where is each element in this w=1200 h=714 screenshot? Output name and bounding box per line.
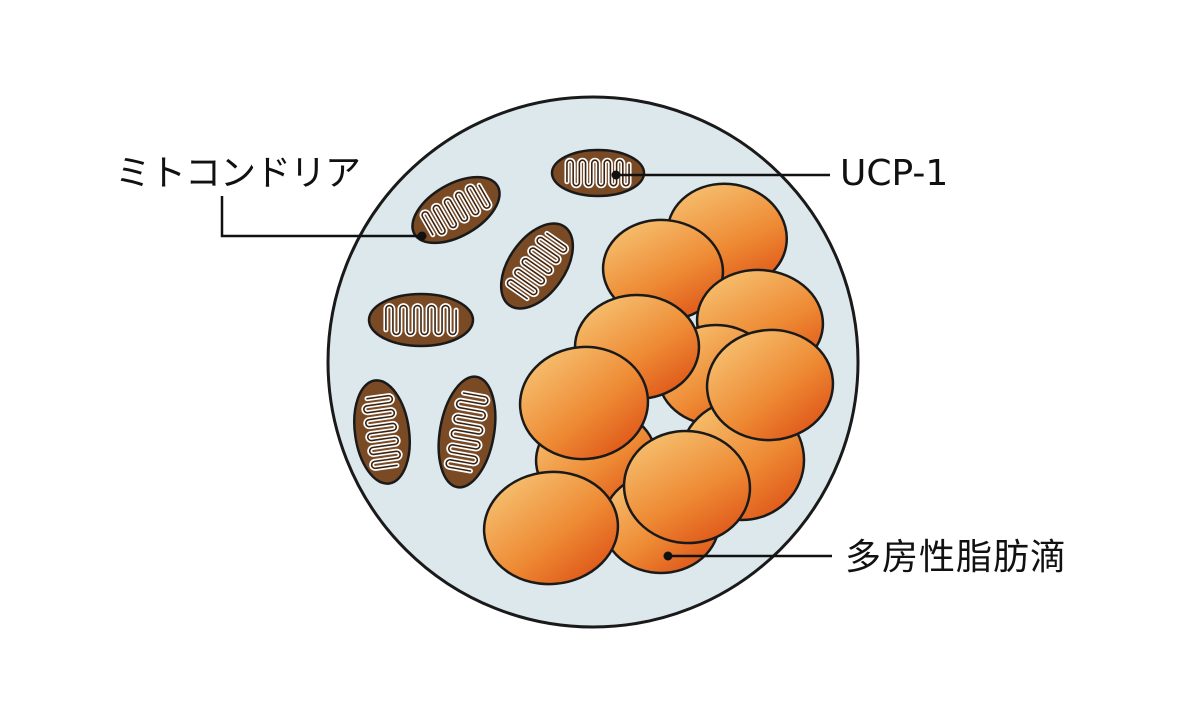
lipid-droplet — [482, 470, 620, 586]
ucp1-leader-dot — [611, 170, 621, 180]
mitochondria-group — [353, 148, 646, 489]
lipid-droplet — [622, 429, 752, 545]
lipid-droplet-group — [482, 182, 835, 586]
cristae-outline — [363, 394, 401, 470]
mitochondrion — [499, 222, 575, 310]
mitochondrion — [411, 175, 501, 245]
lipid-droplet — [518, 345, 650, 461]
cristae-outline — [445, 392, 489, 472]
mitochondrion — [550, 148, 646, 198]
cristae-outline — [421, 184, 491, 236]
ucp1-label: UCP-1 — [840, 153, 949, 194]
mitochondria-leader-dot — [417, 231, 427, 241]
cristae-outline — [506, 232, 568, 300]
cristae-outline — [566, 159, 630, 187]
mitochondrion — [367, 292, 475, 348]
lipid-droplet-label: 多房性脂肪滴 — [845, 537, 1068, 578]
leader-dots — [417, 170, 673, 561]
mitochondria-label: ミトコンドリア — [115, 153, 361, 194]
droplet-leader-dot — [663, 551, 673, 561]
cristae-outline — [385, 304, 457, 336]
leader-lines — [220, 173, 832, 558]
mitochondria-leader-line — [220, 196, 422, 238]
mitochondrion — [437, 375, 497, 489]
mitochondrion — [353, 379, 411, 485]
lipid-droplet — [705, 328, 835, 442]
